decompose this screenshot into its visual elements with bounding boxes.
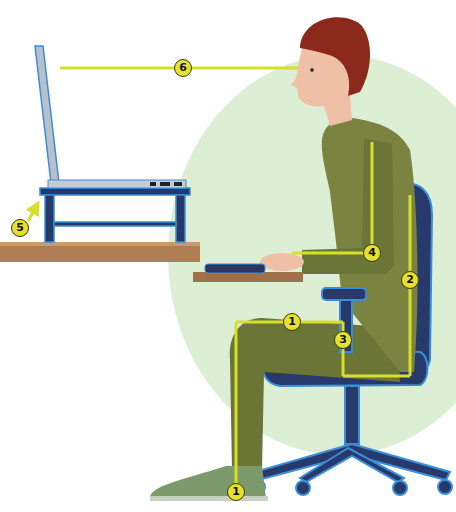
callout-number: 1: [227, 483, 245, 501]
callout-number: 1: [283, 313, 301, 331]
callout-number: 6: [174, 59, 192, 77]
person: [150, 17, 417, 501]
posture-guides: [28, 68, 410, 490]
desk: [0, 242, 200, 262]
background-blob: [168, 55, 456, 455]
callout-number: 5: [11, 219, 29, 237]
callout-number: 2: [401, 271, 419, 289]
keyboard: [205, 264, 265, 273]
callout-number: 4: [363, 244, 381, 262]
callout-number: 3: [334, 331, 352, 349]
desk-edge: [0, 242, 200, 246]
laptop-stand: [40, 188, 190, 242]
armrest: [322, 288, 366, 352]
